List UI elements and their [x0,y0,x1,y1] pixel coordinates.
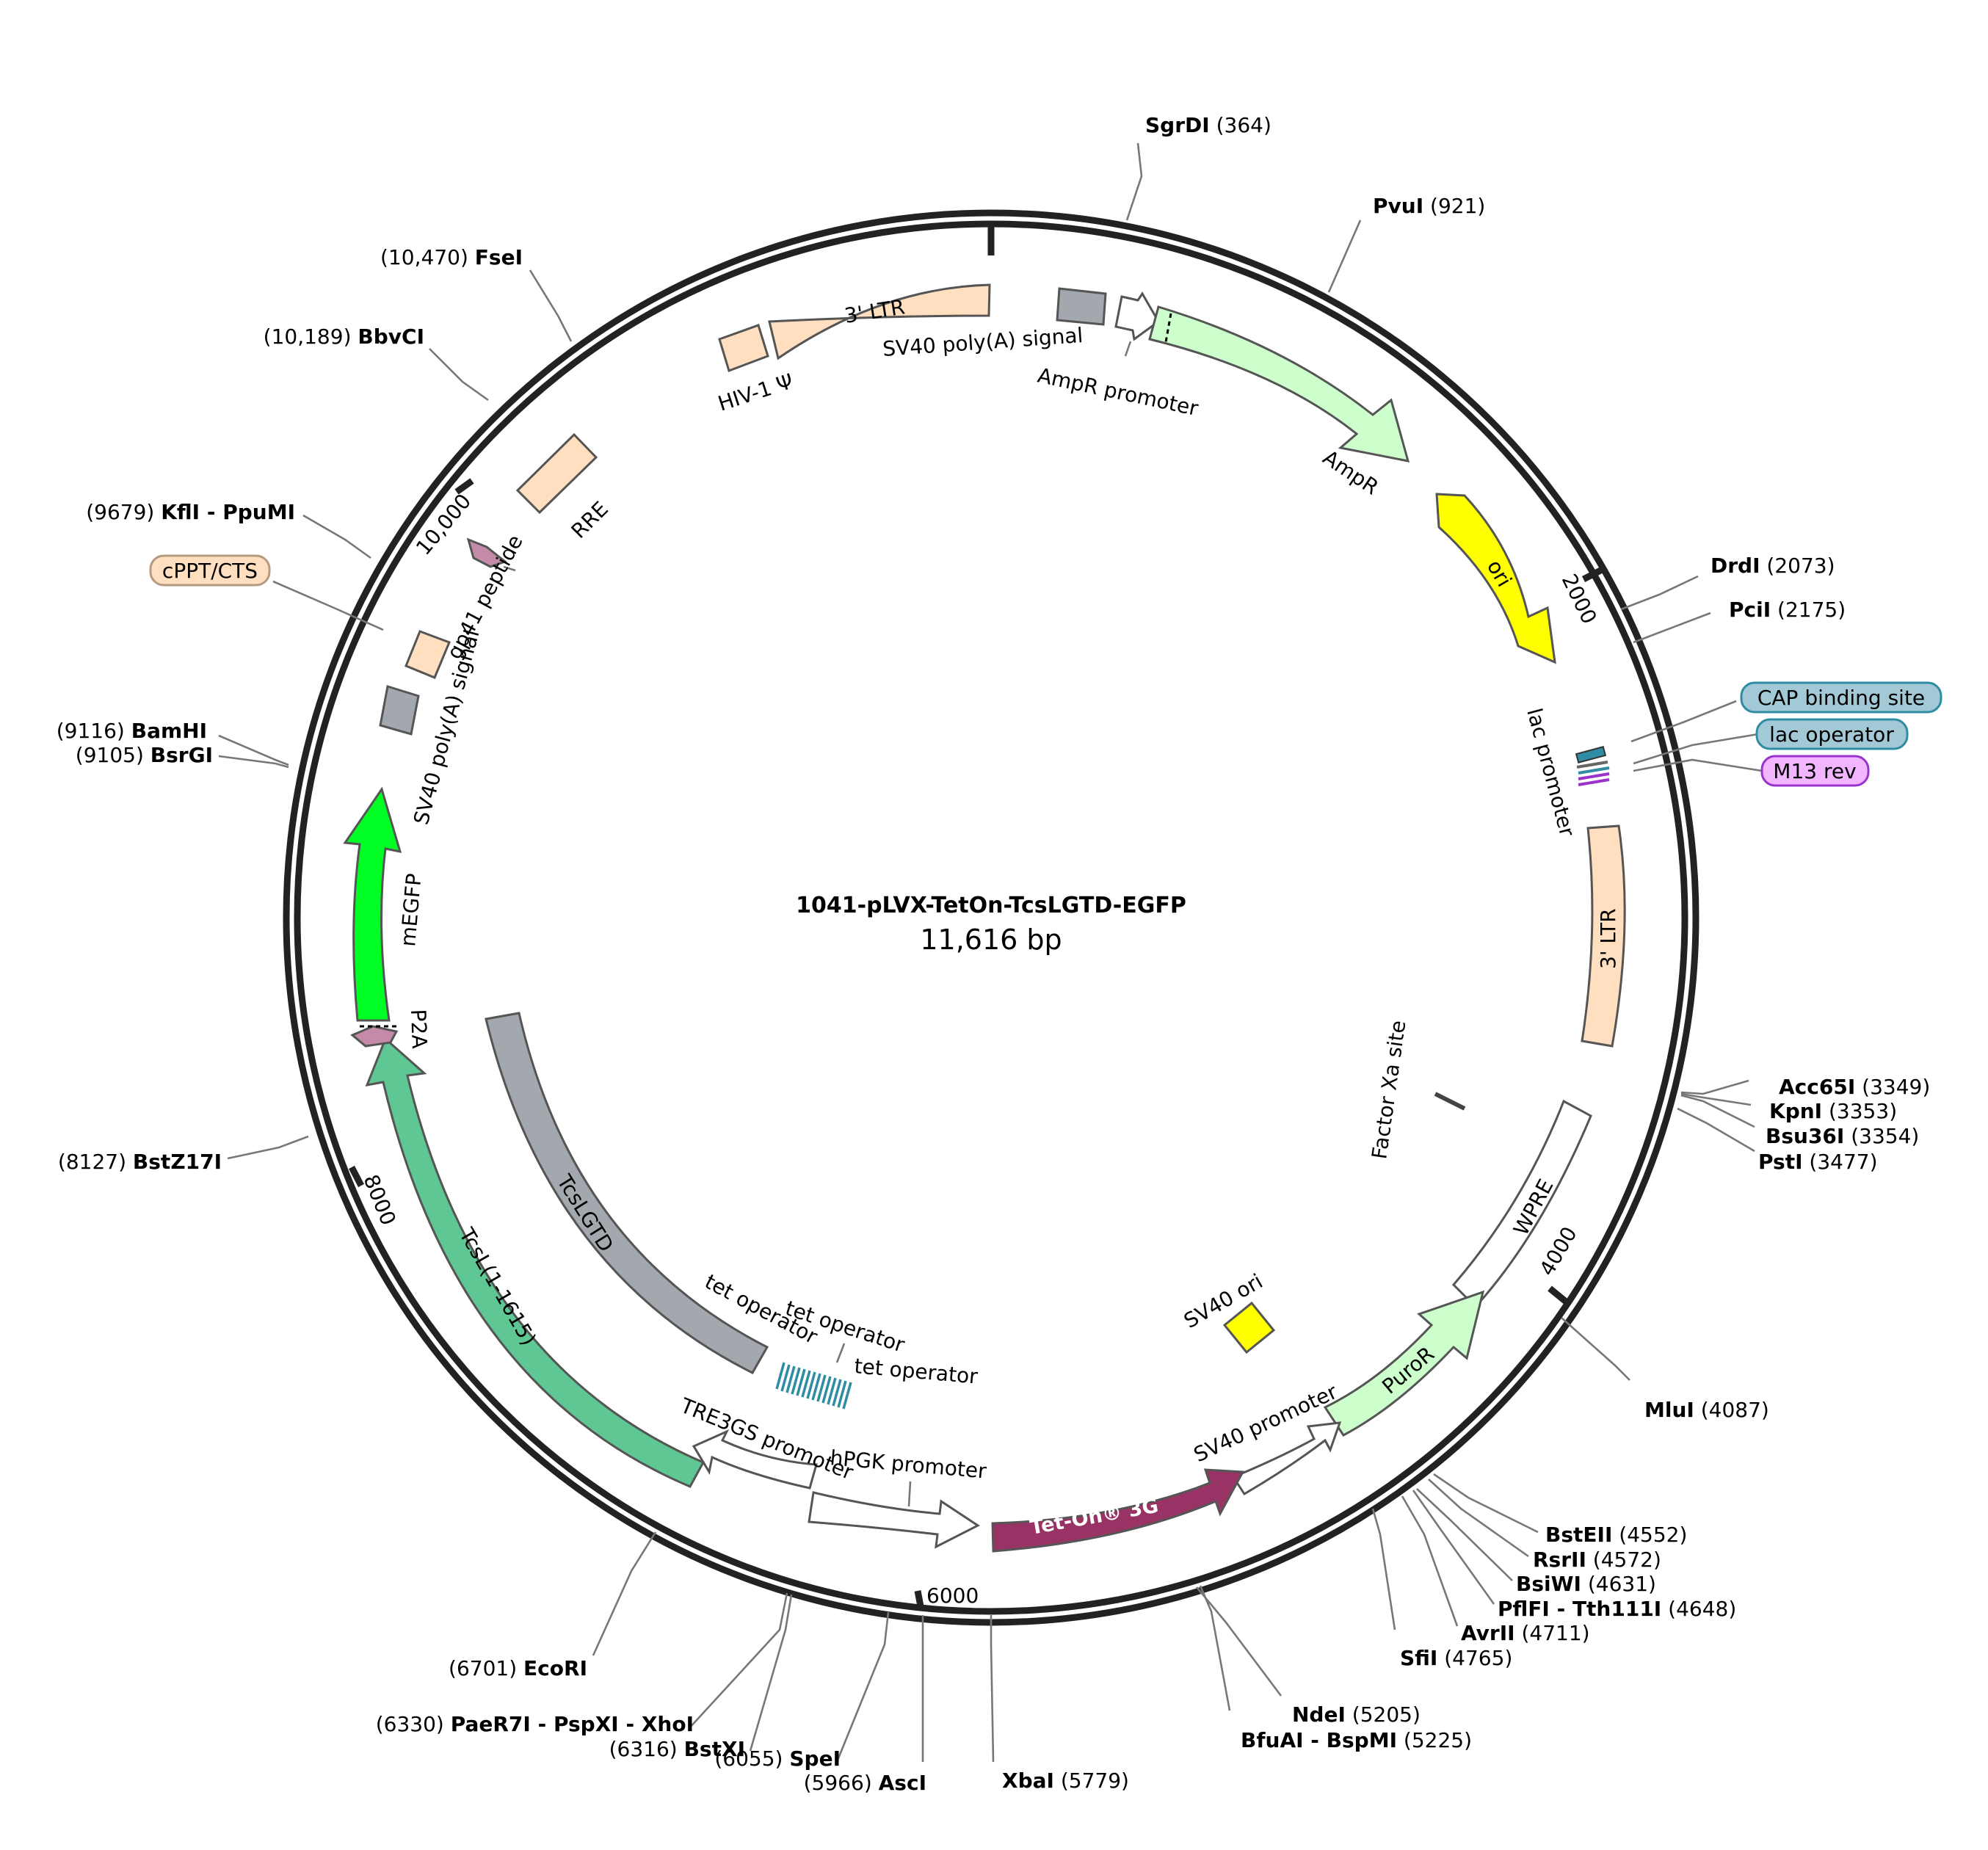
site-labels: SgrDI (364) PvuI (921) DrdI (2073) PciI … [57,113,1931,1795]
site-bfuai-bspmi: BfuAI - BspMI (5225) [1241,1728,1472,1752]
site-bstxi: (6316) BstXI [609,1737,745,1761]
label-tet-operator-3: tet operator [853,1354,979,1389]
badge-lac-operator[interactable]: lac operator [1755,718,1909,750]
label-p2a: P2A [406,1009,432,1049]
site-drdi: DrdI (2073) [1711,554,1835,578]
site-bsteii: BstEII (4552) [1545,1523,1687,1547]
badge-lacop-text: lac operator [1769,722,1894,747]
label-hiv-psi: HIV-1 Ψ [715,369,797,416]
site-ndei: NdeI (5205) [1292,1702,1421,1727]
site-asci: (5966) AscI [804,1771,926,1795]
tick-marks [349,226,1608,1607]
site-pvui: PvuI (921) [1373,194,1485,218]
feature-wpre[interactable]: WPRE [1451,1099,1592,1309]
feature-ori[interactable]: ori [1435,493,1556,664]
feature-tre3gs-promoter[interactable]: TRE3GS promoter [676,1393,857,1490]
site-mlui: MluI (4087) [1644,1398,1769,1422]
plasmid-name: 1041-pLVX-TetOn-TcsLGTD-EGFP [796,893,1186,918]
feature-lac-promoter-bars[interactable]: lac promoter [1522,705,1610,839]
feature-gp41-peptide[interactable]: gp41 peptide [442,531,528,663]
site-avrii: AvrII (4711) [1461,1621,1590,1645]
site-bsiwi: BsiWI (4631) [1516,1572,1656,1596]
badge-m13-text: M13 rev [1773,759,1856,783]
site-pflfi-tth111i: PflFI - Tth111I (4648) [1498,1597,1736,1621]
plasmid-size: 11,616 bp [920,924,1062,956]
feature-tet-on-3g[interactable]: Tet-On® 3G [991,1468,1245,1553]
tick-8000 [349,1165,364,1188]
label-3ltr-top: 3' LTR [843,294,907,328]
site-spei: (6055) SpeI [714,1746,841,1771]
site-kpni: KpnI (3353) [1769,1099,1897,1123]
site-psti: PstI (3477) [1758,1150,1878,1174]
site-bstz17i: (8127) BstZ17I [58,1150,222,1174]
badge-m13-rev[interactable]: M13 rev [1760,755,1870,787]
label-factor-xa: Factor Xa site [1367,1019,1410,1161]
site-rsrii: RsrII (4572) [1533,1548,1661,1572]
feature-megfp[interactable]: mEGFP [343,786,427,1022]
tick-2000 [1581,565,1608,582]
badge-cap-binding-site[interactable]: CAP binding site [1740,681,1942,714]
feature-sv40-ori[interactable]: SV40 ori [1180,1269,1276,1354]
site-kfli-ppumi: (9679) KflI - PpuMI [86,500,295,524]
feature-p2a[interactable]: P2A [350,1009,432,1049]
site-acc65i: Acc65I (3349) [1779,1075,1930,1099]
site-leaders [218,142,1763,1763]
tick-labels: 2000 4000 6000 8000 10,000 [359,489,1602,1608]
site-bbvci: (10,189) BbvCI [264,324,424,349]
label-lac-promoter: lac promoter [1522,705,1579,839]
tick-label-6000: 6000 [926,1584,979,1608]
badge-cppt-cts[interactable]: cPPT/CTS [149,554,271,587]
site-sfii: SfiI (4765) [1400,1646,1512,1670]
site-bsu36i: Bsu36I (3354) [1766,1124,1919,1148]
tick-6000 [914,1590,924,1607]
site-bsrgi: (9105) BsrGI [76,743,213,767]
site-bamhi: (9116) BamHI [57,719,207,743]
site-fsei: (10,470) FseI [380,245,523,269]
site-ecori: (6701) EcoRI [449,1656,587,1680]
feature-rre[interactable]: RRE [515,432,613,543]
site-sgrdi: SgrDI (364) [1145,113,1271,137]
badge-cppt-text: cPPT/CTS [162,559,258,583]
site-xbai: XbaI (5779) [1002,1769,1129,1793]
tick-4000 [1548,1285,1568,1305]
label-sv40-promoter: SV40 promoter [1190,1379,1341,1467]
site-pcii: PciI (2175) [1729,598,1846,622]
label-3ltr-right: 3' LTR [1596,908,1620,969]
tick-label-4000: 4000 [1534,1222,1581,1280]
feature-factor-xa[interactable]: Factor Xa site [1367,1019,1466,1161]
feature-3ltr-right[interactable]: 3' LTR [1581,824,1626,1048]
site-paer7i-pspxi-xhoi: (6330) PaeR7I - PspXI - XhoI [376,1712,694,1736]
label-ampr-promoter: AmpR promoter [1036,363,1201,421]
tick-10000 [454,478,474,495]
feature-puror[interactable]: PuroR [1323,1290,1485,1437]
label-rre: RRE [567,497,613,543]
feature-cppt-cts[interactable] [405,630,451,679]
label-megfp: mEGFP [396,872,427,947]
label-sv40-polya-top: SV40 poly(A) signal [882,323,1084,361]
badge-cap-text: CAP binding site [1757,686,1925,710]
